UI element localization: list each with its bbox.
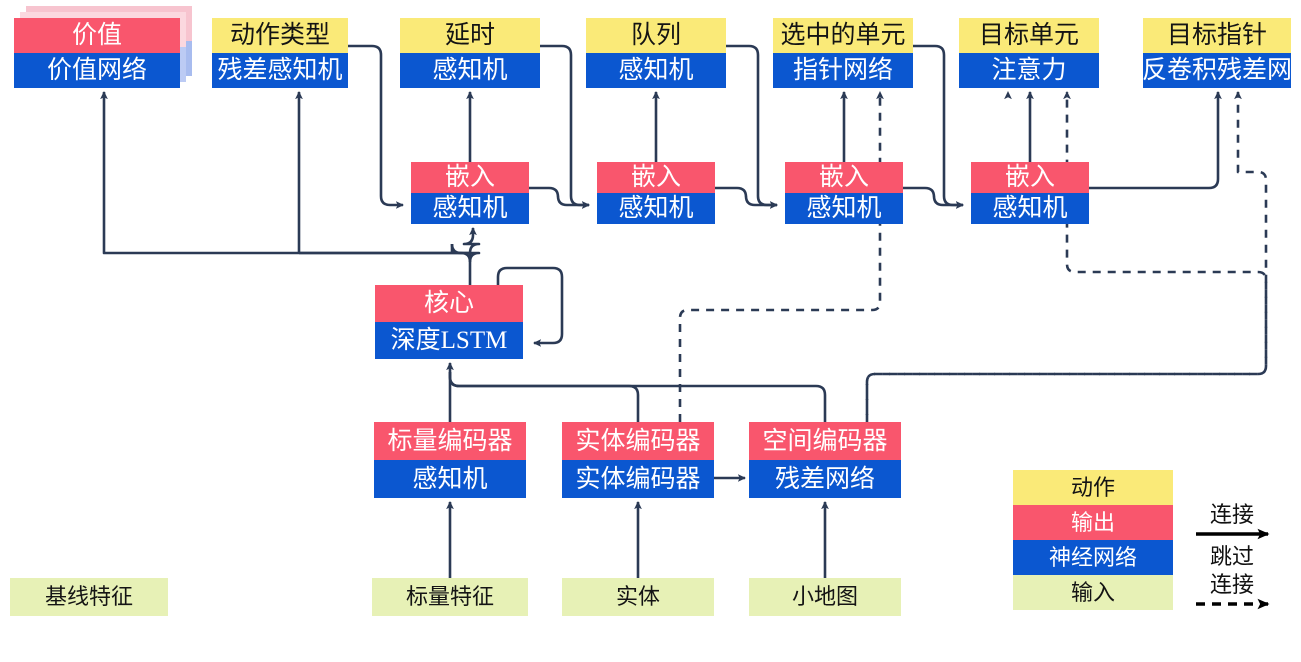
node-value-bottom-label: 价值网络	[14, 53, 180, 88]
node-entity-encoder[interactable]: 实体编码器实体编码器	[562, 422, 714, 498]
input-scalar-features[interactable]: 标量特征	[372, 578, 528, 616]
node-embed-4-top-label: 嵌入	[971, 162, 1089, 193]
node-embed-2-top-label: 嵌入	[597, 162, 715, 193]
node-target-point-bottom-label: 反卷积残差网	[1143, 53, 1291, 88]
legend-connection-label: 连接	[1209, 502, 1254, 527]
node-core-top-label: 核心	[375, 285, 523, 322]
node-spatial-encoder-top-label: 空间编码器	[749, 422, 901, 460]
input-scalar-features-label: 标量特征	[372, 578, 528, 616]
node-scalar-encoder-bottom-label: 感知机	[374, 460, 526, 498]
node-embed-3-bottom-label: 感知机	[785, 193, 903, 224]
node-scalar-encoder[interactable]: 标量编码器感知机	[374, 422, 526, 498]
node-target-point-top-label: 目标指针	[1143, 18, 1291, 53]
node-embed-3-top-label: 嵌入	[785, 162, 903, 193]
node-embed-2-bottom-label: 感知机	[597, 193, 715, 224]
input-baseline-features[interactable]: 基线特征	[10, 578, 168, 616]
node-selected-units[interactable]: 选中的单元指针网络	[773, 18, 913, 88]
node-target-unit-bottom-label: 注意力	[959, 53, 1099, 88]
node-delay-bottom-label: 感知机	[400, 53, 540, 88]
legend-input: 输入	[1013, 575, 1173, 610]
node-target-unit[interactable]: 目标单元注意力	[959, 18, 1099, 88]
node-delay-top-label: 延时	[400, 18, 540, 53]
node-action-type[interactable]: 动作类型残差感知机	[212, 18, 348, 88]
node-value[interactable]: 价值价值网络	[14, 18, 180, 88]
node-value-top-label: 价值	[14, 18, 180, 53]
node-core-bottom-label: 深度LSTM	[375, 322, 523, 359]
legend-swatch-stack: 动作输出神经网络输入	[1013, 470, 1173, 610]
node-action-type-top-label: 动作类型	[212, 18, 348, 53]
node-queued-top-label: 队列	[586, 18, 726, 53]
node-selected-units-bottom-label: 指针网络	[773, 53, 913, 88]
input-minimap[interactable]: 小地图	[749, 578, 901, 616]
node-scalar-encoder-top-label: 标量编码器	[374, 422, 526, 460]
legend-network: 神经网络	[1013, 540, 1173, 575]
input-minimap-label: 小地图	[749, 578, 901, 616]
legend-action: 动作	[1013, 470, 1173, 505]
node-core[interactable]: 核心深度LSTM	[375, 285, 523, 359]
node-embed-4[interactable]: 嵌入感知机	[971, 162, 1089, 224]
input-entities-label: 实体	[562, 578, 714, 616]
node-queued-bottom-label: 感知机	[586, 53, 726, 88]
node-spatial-encoder-bottom-label: 残差网络	[749, 460, 901, 498]
node-action-type-bottom-label: 残差感知机	[212, 53, 348, 88]
legend-output: 输出	[1013, 505, 1173, 540]
input-baseline-features-label: 基线特征	[10, 578, 168, 616]
node-selected-units-top-label: 选中的单元	[773, 18, 913, 53]
node-spatial-encoder[interactable]: 空间编码器残差网络	[749, 422, 901, 498]
node-embed-1-bottom-label: 感知机	[411, 193, 529, 224]
node-entity-encoder-top-label: 实体编码器	[562, 422, 714, 460]
node-delay[interactable]: 延时感知机	[400, 18, 540, 88]
legend-skip-label-line2: 连接	[1209, 572, 1254, 597]
node-embed-3[interactable]: 嵌入感知机	[785, 162, 903, 224]
node-entity-encoder-bottom-label: 实体编码器	[562, 460, 714, 498]
input-entities[interactable]: 实体	[562, 578, 714, 616]
node-embed-1[interactable]: 嵌入感知机	[411, 162, 529, 224]
node-embed-2[interactable]: 嵌入感知机	[597, 162, 715, 224]
legend-skip-label-line1: 跳过	[1209, 544, 1254, 569]
node-target-unit-top-label: 目标单元	[959, 18, 1099, 53]
node-embed-4-bottom-label: 感知机	[971, 193, 1089, 224]
node-embed-1-top-label: 嵌入	[411, 162, 529, 193]
node-target-point[interactable]: 目标指针反卷积残差网	[1143, 18, 1291, 88]
node-queued[interactable]: 队列感知机	[586, 18, 726, 88]
